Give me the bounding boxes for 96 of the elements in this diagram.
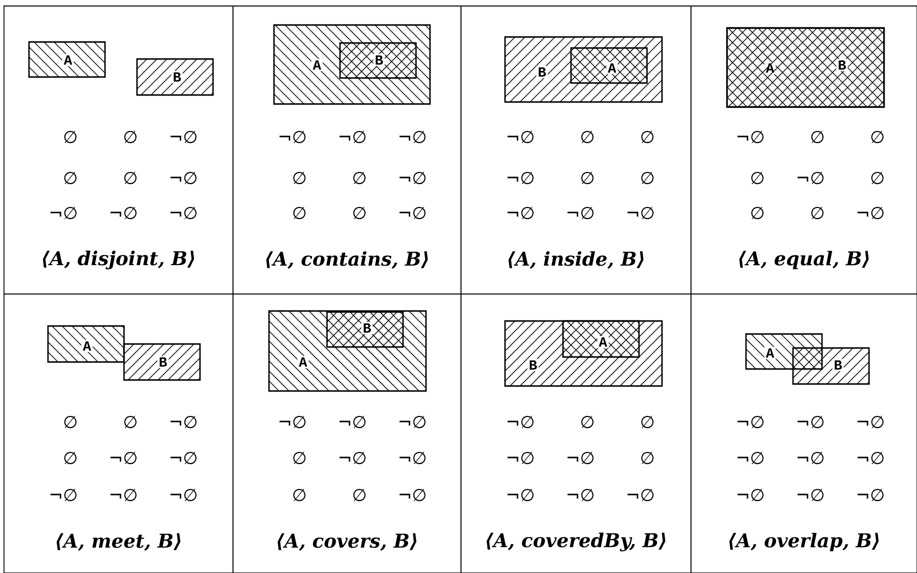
- matrix-entry: ¬∅: [858, 206, 884, 220]
- matrix-entry: ∅: [871, 130, 884, 144]
- matrix-entry: ¬∅: [508, 416, 534, 428]
- matrix-entry: ¬∅: [170, 488, 197, 502]
- matrix-entry: ∅: [581, 172, 594, 184]
- matrix-entry: ¬∅: [858, 416, 884, 428]
- matrix-entry: ¬∅: [738, 416, 764, 428]
- hatched-rectangle: B: [339, 42, 417, 79]
- matrix-entry: ¬∅: [280, 130, 306, 144]
- matrix-entry: ∅: [293, 488, 306, 502]
- table-cell: [232, 294, 462, 573]
- matrix-entry: ¬∅: [858, 452, 884, 464]
- matrix-entry: ∅: [641, 452, 654, 464]
- matrix-entry: ¬∅: [628, 488, 654, 502]
- matrix-entry: ∅: [353, 172, 366, 184]
- relation-caption: ⟨A, covers, B⟩: [278, 533, 416, 551]
- hatched-rectangle: A: [570, 47, 648, 84]
- matrix-entry: ∅: [871, 172, 884, 184]
- matrix-entry: ¬∅: [628, 206, 654, 220]
- relation-caption: ⟨A, meet, B⟩: [56, 533, 180, 551]
- matrix-entry: ¬∅: [110, 452, 137, 464]
- matrix-entry: ¬∅: [798, 172, 824, 184]
- table-cell: [460, 6, 692, 294]
- matrix-entry: ¬∅: [568, 206, 594, 220]
- relation-caption: ⟨A, coveredBy, B⟩: [486, 532, 666, 552]
- table-cell: [4, 6, 234, 294]
- matrix-entry: ¬∅: [340, 416, 366, 428]
- matrix-entry: ¬∅: [858, 488, 884, 502]
- hatched-rectangle: B: [123, 343, 201, 381]
- matrix-entry: ¬∅: [170, 416, 197, 428]
- matrix-entry: ¬∅: [508, 172, 534, 184]
- matrix-entry: ¬∅: [508, 130, 534, 144]
- matrix-entry: ¬∅: [170, 452, 197, 464]
- matrix-entry: ¬∅: [400, 172, 426, 184]
- matrix-entry: ¬∅: [568, 452, 594, 464]
- relation-caption: ⟨A, disjoint, B⟩: [42, 250, 194, 270]
- matrix-entry: ¬∅: [798, 488, 824, 502]
- hatched-rectangle: A: [47, 325, 125, 363]
- relation-caption: ⟨A, equal, B⟩: [739, 250, 869, 270]
- relation-caption: ⟨A, inside, B⟩: [508, 251, 644, 269]
- relation-caption: ⟨A, overlap, B⟩: [729, 532, 879, 552]
- matrix-entry: ∅: [293, 206, 306, 220]
- matrix-entry: ¬∅: [110, 488, 137, 502]
- matrix-entry: ¬∅: [170, 206, 197, 220]
- hatched-rectangle: B: [792, 347, 870, 385]
- matrix-entry: ¬∅: [738, 488, 764, 502]
- matrix-entry: ∅: [581, 130, 594, 144]
- matrix-entry: ¬∅: [400, 206, 426, 220]
- hatched-rectangle: B: [326, 311, 404, 348]
- hatched-rectangle: A: [562, 320, 640, 358]
- matrix-entry: ∅: [124, 172, 137, 184]
- matrix-entry: ¬∅: [400, 130, 426, 144]
- matrix-entry: ∅: [64, 172, 77, 184]
- matrix-entry: ∅: [641, 416, 654, 428]
- matrix-entry: ¬∅: [508, 452, 534, 464]
- matrix-entry: ¬∅: [400, 416, 426, 428]
- matrix-entry: ∅: [353, 488, 366, 502]
- matrix-entry: ¬∅: [508, 206, 534, 220]
- matrix-entry: ∅: [293, 172, 306, 184]
- matrix-entry: ∅: [811, 130, 824, 144]
- matrix-entry: ∅: [811, 206, 824, 220]
- matrix-entry: ∅: [64, 452, 77, 464]
- matrix-entry: ¬∅: [280, 416, 306, 428]
- matrix-entry: ∅: [751, 206, 764, 220]
- matrix-entry: ¬∅: [50, 488, 77, 502]
- matrix-entry: ¬∅: [568, 488, 594, 502]
- matrix-entry: ¬∅: [738, 452, 764, 464]
- matrix-entry: ¬∅: [738, 130, 764, 144]
- matrix-entry: ∅: [641, 130, 654, 144]
- matrix-entry: ∅: [64, 130, 77, 144]
- matrix-entry: ¬∅: [170, 130, 197, 144]
- table-cell: [460, 294, 692, 573]
- hatched-rectangle: B: [136, 58, 214, 96]
- table-cell: [232, 6, 462, 294]
- matrix-entry: ∅: [293, 452, 306, 464]
- matrix-entry: ∅: [641, 172, 654, 184]
- matrix-entry: ¬∅: [400, 452, 426, 464]
- matrix-entry: ¬∅: [110, 206, 137, 220]
- matrix-entry: ∅: [124, 416, 137, 428]
- matrix-entry: ¬∅: [508, 488, 534, 502]
- matrix-entry: ¬∅: [170, 172, 197, 184]
- matrix-entry: ∅: [751, 172, 764, 184]
- table-cell: [4, 294, 234, 573]
- relation-caption: ⟨A, contains, B⟩: [266, 251, 428, 269]
- matrix-entry: ¬∅: [50, 206, 77, 220]
- hatched-rectangle: A: [28, 41, 106, 78]
- matrix-entry: ¬∅: [400, 488, 426, 502]
- matrix-entry: ¬∅: [798, 452, 824, 464]
- matrix-entry: ¬∅: [340, 452, 366, 464]
- matrix-entry: ¬∅: [340, 130, 366, 144]
- matrix-entry: ¬∅: [798, 416, 824, 428]
- hatched-rectangle: A: [745, 333, 823, 370]
- matrix-entry: ∅: [353, 206, 366, 220]
- matrix-entry: ∅: [64, 416, 77, 428]
- matrix-entry: ∅: [581, 416, 594, 428]
- matrix-entry: ∅: [124, 130, 137, 144]
